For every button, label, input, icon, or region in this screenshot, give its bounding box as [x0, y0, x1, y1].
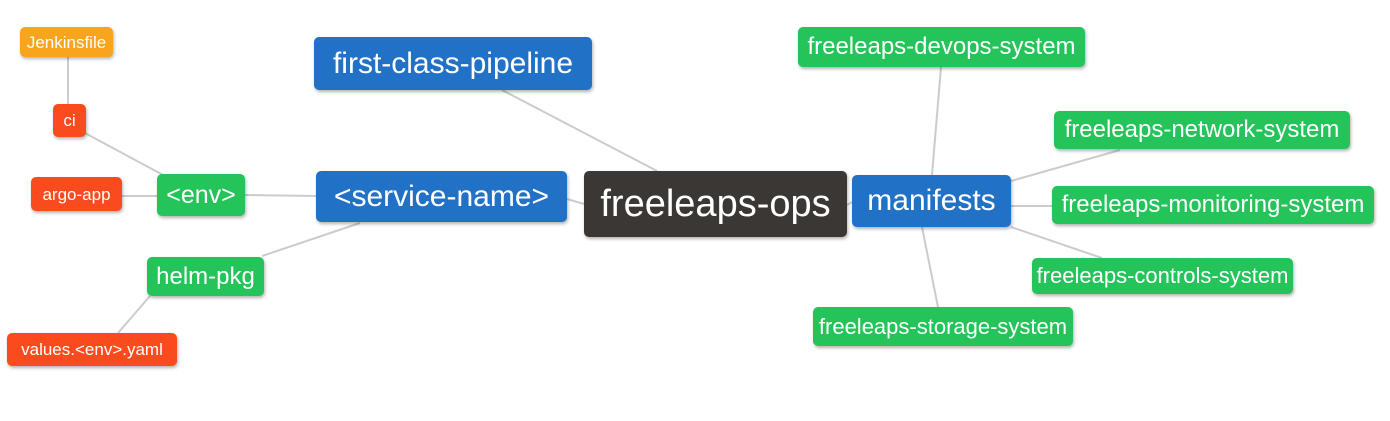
- edge-manifests--freeleaps-storage-system: [921, 226, 939, 308]
- node-manifests[interactable]: manifests: [852, 175, 1011, 227]
- node-label: freeleaps-monitoring-system: [1061, 191, 1365, 218]
- edge-manifests--freeleaps-controls-system: [1010, 226, 1103, 259]
- node-freeleaps-monitoring-system[interactable]: freeleaps-monitoring-system: [1052, 186, 1374, 224]
- edge-manifests--freeleaps-devops-system: [931, 66, 942, 176]
- edge-service-name--helm-pkg: [261, 222, 361, 257]
- edge-helm-pkg--values-env-yaml: [117, 295, 151, 334]
- node-label: first-class-pipeline: [332, 46, 574, 80]
- node-label: freeleaps-ops: [600, 183, 831, 225]
- node-helm-pkg[interactable]: helm-pkg: [147, 257, 264, 296]
- node-argo-app[interactable]: argo-app: [31, 177, 122, 211]
- node-label: <env>: [166, 180, 236, 209]
- edge-ci--env: [82, 131, 166, 177]
- edge-first-class-pipeline--freeleaps-ops: [501, 89, 658, 172]
- node-label: <service-name>: [333, 179, 550, 213]
- node-label: helm-pkg: [156, 262, 255, 290]
- node-service-name[interactable]: <service-name>: [316, 171, 567, 222]
- node-label: manifests: [867, 184, 996, 217]
- node-freeleaps-devops-system[interactable]: freeleaps-devops-system: [798, 27, 1085, 67]
- node-freeleaps-controls-system[interactable]: freeleaps-controls-system: [1032, 258, 1293, 294]
- edge-manifests--freeleaps-network-system: [1010, 149, 1121, 182]
- node-freeleaps-storage-system[interactable]: freeleaps-storage-system: [813, 307, 1073, 346]
- node-label: ci: [63, 111, 76, 130]
- edge-freeleaps-ops--manifests: [846, 201, 853, 206]
- edge-env--service-name: [244, 194, 317, 197]
- node-label: Jenkinsfile: [26, 32, 107, 52]
- node-values-env-yaml[interactable]: values.<env>.yaml: [7, 333, 177, 366]
- node-label: freeleaps-controls-system: [1036, 263, 1289, 288]
- node-freeleaps-ops[interactable]: freeleaps-ops: [584, 171, 847, 237]
- node-jenkinsfile[interactable]: Jenkinsfile: [20, 27, 113, 57]
- node-env[interactable]: <env>: [157, 174, 245, 216]
- node-first-class-pipeline[interactable]: first-class-pipeline: [314, 37, 592, 90]
- node-freeleaps-network-system[interactable]: freeleaps-network-system: [1054, 111, 1350, 149]
- node-label: values.<env>.yaml: [21, 340, 163, 359]
- node-label: argo-app: [42, 184, 111, 204]
- node-label: freeleaps-network-system: [1064, 116, 1340, 143]
- edge-service-name--freeleaps-ops: [566, 198, 585, 205]
- node-ci[interactable]: ci: [53, 104, 86, 137]
- node-label: freeleaps-storage-system: [818, 313, 1068, 339]
- node-label: freeleaps-devops-system: [807, 33, 1076, 60]
